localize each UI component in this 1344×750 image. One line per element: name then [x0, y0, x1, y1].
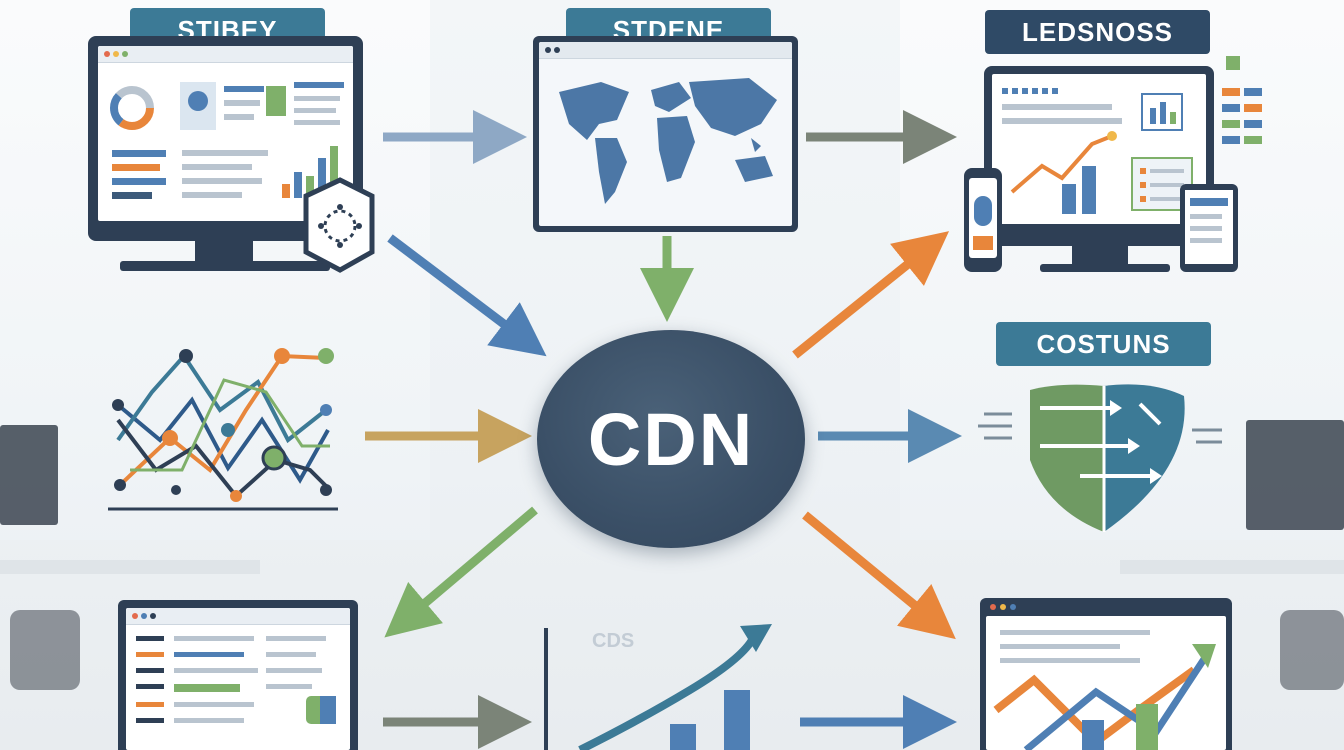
- background-monitor-left: [0, 425, 58, 525]
- label-right-middle: COSTUNS: [996, 322, 1211, 366]
- arrow-hub-to-bottomright: [802, 511, 956, 640]
- world-map-window-icon: [533, 36, 798, 232]
- monitor-stand-left: [195, 241, 253, 261]
- trend-window-icon: [980, 598, 1232, 750]
- tablet-device-icon: [1180, 184, 1238, 272]
- background-chair-right: [1280, 610, 1344, 690]
- background-monitor-right: [1246, 420, 1344, 530]
- world-map-shapes: [559, 78, 777, 204]
- dashboard-screen: [98, 46, 353, 221]
- dashboard-monitor-icon: [88, 36, 363, 241]
- list-dashboard-icon: [118, 600, 358, 750]
- trend-screen: [986, 616, 1226, 750]
- dashboard-widgets: [110, 82, 344, 199]
- analytics-screen: [992, 74, 1206, 224]
- analytics-devices-icon: [984, 66, 1214, 246]
- arrow-hub-to-topright: [792, 231, 950, 359]
- background-desk-right: [1120, 560, 1344, 574]
- monitor-base-right: [1040, 264, 1170, 272]
- cdn-hub: CDN: [537, 330, 805, 548]
- monitor-stand-right: [1072, 246, 1128, 264]
- label-top-right: LEDSNOSS: [985, 10, 1210, 54]
- map-screen: [539, 42, 792, 226]
- list-dashboard-rows: [136, 636, 336, 724]
- hub-label: CDN: [587, 397, 755, 481]
- analytics-widgets: [1002, 88, 1193, 214]
- arrow-topleft-to-hub: [387, 234, 547, 357]
- background-desk-left: [0, 560, 260, 574]
- bottom-center-caption: CDS: [592, 630, 635, 652]
- trend-lines: [993, 630, 1216, 750]
- background-chair-left: [10, 610, 80, 690]
- phone-device-icon: [964, 168, 1002, 272]
- arrow-hub-to-bottomleft: [384, 506, 538, 638]
- list-dashboard-screen: [126, 608, 350, 750]
- monitor-base-left: [120, 261, 330, 271]
